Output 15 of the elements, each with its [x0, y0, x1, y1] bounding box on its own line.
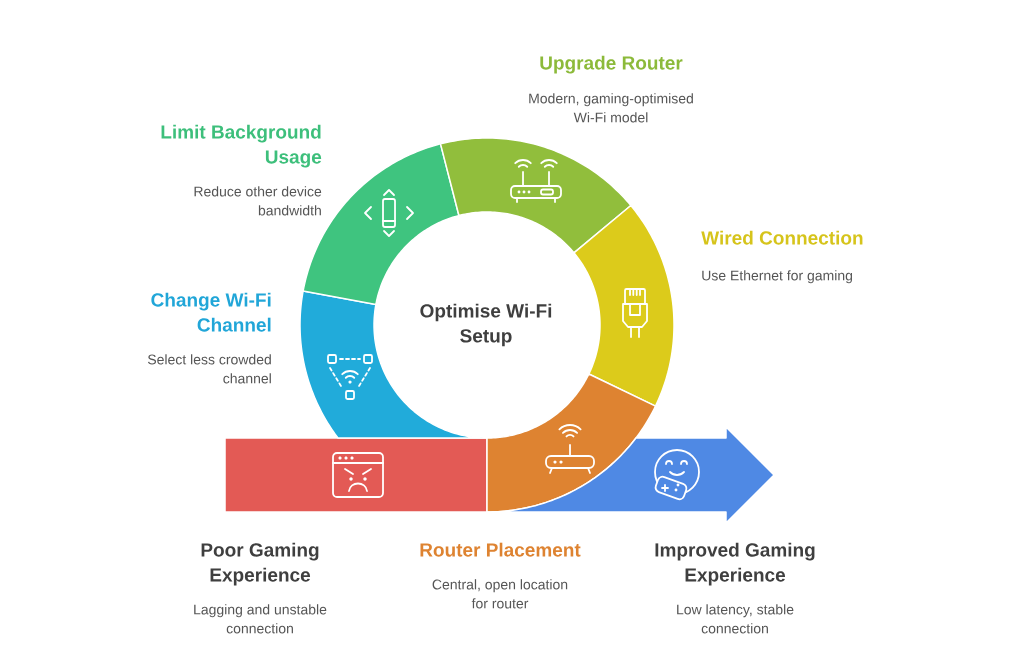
- heading: Poor Gaming Experience: [201, 542, 319, 586]
- heading: Upgrade Router: [540, 55, 683, 74]
- center-title: Optimise Wi-Fi Setup: [420, 303, 552, 347]
- description: Select less crowded channel: [147, 354, 271, 384]
- description: Low latency, stable connection: [677, 604, 794, 634]
- heading: Wired Connection: [701, 230, 863, 245]
- description: Lagging and unstable connection: [194, 604, 327, 634]
- heading: Improved Gaming Experience: [655, 542, 815, 586]
- description: Use Ethernet for gaming: [702, 270, 852, 284]
- heading: Router Placement: [420, 542, 581, 557]
- heading: Change Wi-Fi Channel: [151, 292, 271, 332]
- description: Reduce other device bandwidth: [194, 186, 322, 216]
- description: Central, open location for router: [432, 579, 568, 609]
- description: Modern, gaming-optimised Wi-Fi model: [529, 93, 693, 123]
- heading: Limit Background Usage: [161, 124, 322, 168]
